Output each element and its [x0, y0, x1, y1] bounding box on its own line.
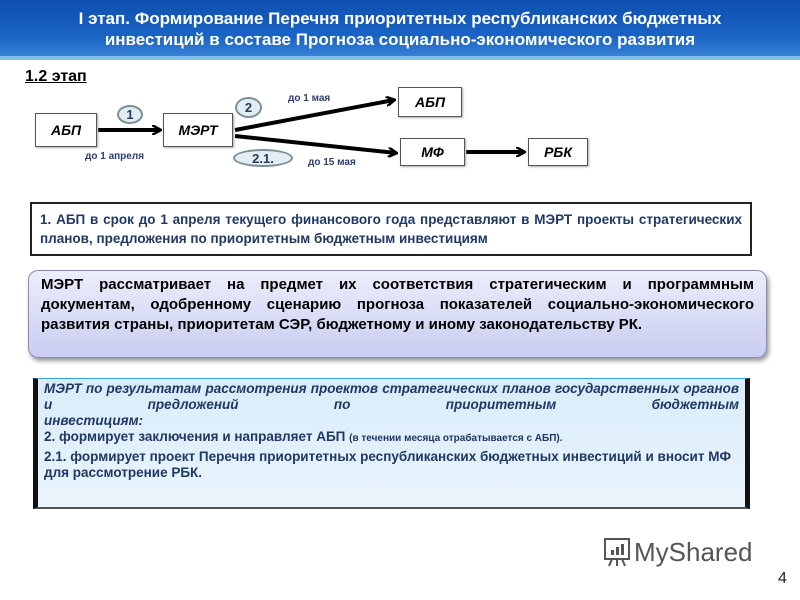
box3-item-2-note: (в течении месяца отрабатывается с АБП).: [349, 433, 563, 444]
node-rbk: РБК: [528, 138, 588, 166]
info-box-2: МЭРТ рассматривает на предмет их соответ…: [28, 270, 767, 358]
title-line-2: инвестиций в составе Прогноза социально-…: [104, 30, 696, 49]
arrow-mert-abp: [234, 100, 394, 132]
step-2-1-badge: 2.1.: [233, 149, 293, 167]
node-mert: МЭРТ: [163, 113, 233, 147]
diagram-arrows: [98, 0, 800, 200]
box3-item-2-1: 2.1. формирует проект Перечня приоритетн…: [44, 449, 731, 480]
node-mf: МФ: [400, 138, 465, 166]
node-abp-right: АБП: [398, 87, 462, 117]
arrow-mert-mf: [234, 134, 396, 153]
label-april: до 1 апреля: [85, 151, 145, 162]
page-number: 4: [778, 570, 787, 587]
step-1-badge: 1: [117, 105, 143, 124]
box3-item-2-line: 2. формирует заключения и направляет АБП…: [44, 429, 739, 447]
label-may-15: до 15 мая: [308, 157, 356, 168]
node-abp: АБП: [35, 113, 97, 147]
title-line-1: I этап. Формирование Перечня приоритетны…: [78, 9, 722, 28]
box3-intro: МЭРТ по результатам рассмотрения проекто…: [44, 381, 739, 412]
slide-header: I этап. Формирование Перечня приоритетны…: [0, 0, 800, 60]
info-box-3: МЭРТ по результатам рассмотрения проекто…: [33, 378, 750, 509]
myshared-logo: MyShared: [600, 535, 753, 569]
step-2-badge: 2: [235, 97, 262, 118]
info-box-1: 1. АБП в срок до 1 апреля текущего финан…: [30, 202, 752, 256]
box3-intro-end: инвестициям:: [44, 413, 144, 428]
box3-item-2: 2. формирует заключения и направляет АБП: [44, 429, 346, 444]
presentation-icon: [604, 538, 630, 567]
stage-label: 1.2 этап: [25, 68, 87, 85]
label-may-1: до 1 мая: [288, 93, 331, 104]
logo-text: MyShared: [634, 536, 753, 567]
